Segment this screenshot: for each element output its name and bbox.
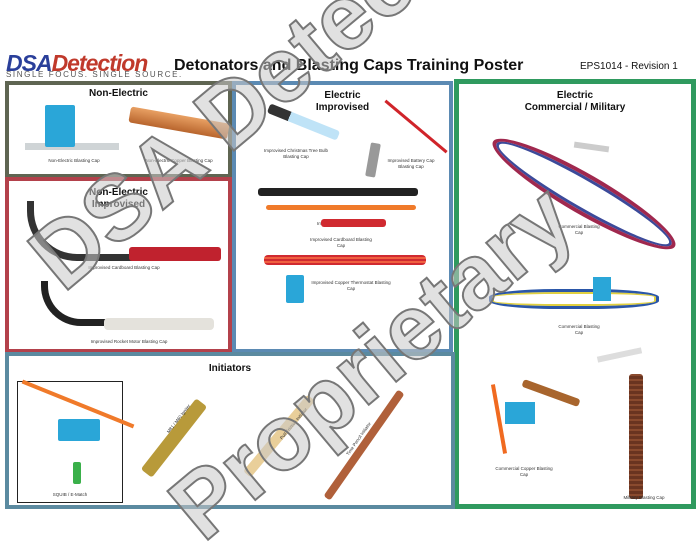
panel-title-line1: Non-Electric bbox=[89, 187, 148, 198]
logo: DSADetection bbox=[6, 50, 149, 77]
panel-title: Non-Electric bbox=[89, 88, 148, 99]
panel-title-line2: Commercial / Military bbox=[524, 102, 626, 113]
panel-non-electric-improvised: Non-Electric Improvised Improvised Cardb… bbox=[5, 177, 232, 353]
logo-dsa: DSA bbox=[6, 50, 53, 76]
caption: Non-Electric Copper Blasting Cap bbox=[145, 158, 213, 163]
caption: Improvised Christmas Tree Bulb Blasting … bbox=[263, 148, 329, 159]
orange-wire-image bbox=[266, 205, 416, 210]
thermostat-wire-image bbox=[264, 255, 426, 265]
metal-cap-image bbox=[596, 347, 643, 363]
caption: Improvised Cardboard Blasting Cap bbox=[88, 265, 160, 270]
caption: Improvised Rocket Motor Blasting Cap bbox=[90, 339, 168, 344]
panel-title: Initiators bbox=[208, 363, 252, 374]
coiled-wire-image bbox=[489, 289, 659, 309]
caption: SQUIB / E-Match bbox=[52, 492, 88, 497]
caption: Improvised Copper Thermostat Blasting Ca… bbox=[311, 280, 391, 291]
blue-tag-image bbox=[58, 419, 100, 441]
military-cap-image bbox=[629, 374, 643, 499]
battery-cap-image bbox=[365, 142, 381, 178]
cardboard-cap-image bbox=[321, 219, 386, 227]
tagline: SINGLE FOCUS. SINGLE SOURCE. bbox=[6, 70, 183, 79]
caption: Pull Friction Initiator bbox=[278, 406, 309, 441]
copper-pencil-image bbox=[323, 389, 405, 501]
fuse-image bbox=[41, 281, 121, 326]
revision-label: EPS1014 - Revision 1 bbox=[580, 61, 678, 72]
copper-cap-image bbox=[128, 106, 230, 140]
brass-igniter-image bbox=[140, 398, 208, 478]
caption: Commercial Copper Blasting Cap bbox=[495, 466, 553, 477]
caption: Improvised Battery Cap Blasting Cap bbox=[387, 158, 435, 169]
blue-tag-image bbox=[505, 402, 535, 424]
blue-tag-image bbox=[593, 277, 611, 301]
panel-non-electric: Non-Electric Non-Electric Blasting Cap N… bbox=[5, 81, 232, 178]
panel-title-line1: Electric bbox=[324, 90, 361, 101]
panel-title-line2: Improvised bbox=[315, 102, 370, 113]
panel-title-line1: Electric bbox=[556, 90, 594, 101]
white-tube-image bbox=[104, 318, 214, 330]
panel-electric-improvised: Electric Improvised Improvised Christmas… bbox=[232, 81, 453, 353]
blue-tag-image bbox=[286, 275, 304, 303]
caption: Commercial Blasting Cap bbox=[558, 224, 600, 235]
caption: Commercial Blasting Cap bbox=[558, 324, 600, 335]
fuse-image bbox=[27, 201, 137, 261]
green-squib-image bbox=[73, 462, 81, 484]
metal-cap-image bbox=[573, 141, 610, 153]
logo-detection: Detection bbox=[51, 50, 149, 76]
caption: Military Blasting Cap bbox=[623, 495, 665, 500]
panel-electric-commercial-military: Electric Commercial / Military Commercia… bbox=[454, 79, 696, 509]
panel-initiators: Initiators SQUIB / E-Match M81 / M60 Ign… bbox=[5, 352, 455, 509]
red-tube-image bbox=[129, 247, 221, 261]
squib-inset-box: SQUIB / E-Match bbox=[17, 379, 135, 503]
caption: Non-Electric Blasting Cap bbox=[48, 158, 100, 163]
blue-tag-image bbox=[45, 105, 75, 147]
poster-title: Detonators and Blasting Caps Training Po… bbox=[174, 57, 524, 74]
pen-cap-image bbox=[258, 188, 418, 196]
caption: Improvised Cardboard Blasting Cap bbox=[310, 237, 372, 248]
